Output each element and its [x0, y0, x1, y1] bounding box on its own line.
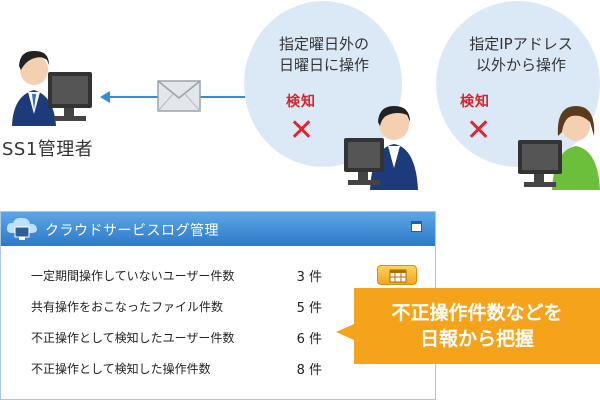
panel-header: クラウドサービスログ管理	[1, 212, 435, 246]
row-value-shared-files: 5 件	[296, 301, 322, 316]
red-x-icon: ✕	[466, 113, 492, 148]
envelope-icon	[157, 80, 201, 112]
bubble-text-weekday: 指定曜日外の 日曜日に操作	[249, 34, 399, 76]
row-value-flagged-operations: 8 件	[296, 363, 322, 378]
detect-label: 検知	[460, 94, 490, 110]
callout-line-2: 日報から把握	[419, 328, 534, 350]
male-user-at-computer-icon	[344, 106, 418, 190]
bubble-line-1: 指定IPアドレス	[469, 35, 573, 53]
detect-label: 検知	[286, 94, 316, 110]
callout-line-1: 不正操作件数などを	[391, 302, 563, 324]
daily-report-callout: 不正操作件数などを 日報から把握	[354, 288, 600, 364]
bubble-text-ip: 指定IPアドレス 以外から操作	[446, 34, 596, 76]
row-value-inactive-users: 3 件	[296, 270, 322, 285]
female-user-at-computer-icon	[518, 106, 600, 190]
row-label-flagged-operations: 不正操作として検知した操作件数	[31, 362, 211, 376]
window-minimize-button[interactable]	[411, 221, 422, 232]
callout-text: 不正操作件数などを 日報から把握	[354, 300, 600, 352]
row-label-flagged-users: 不正操作として検知したユーザー件数	[31, 331, 235, 345]
bubble-line-2: 日曜日に操作	[278, 56, 369, 74]
calendar-button[interactable]	[377, 265, 417, 285]
cloud-monitor-icon	[6, 217, 37, 240]
arrow-head	[100, 91, 110, 103]
admin-label: SS1管理者	[2, 139, 94, 160]
callout-pointer	[336, 324, 354, 340]
row-label-shared-files: 共有操作をおこなったファイル件数	[31, 300, 224, 314]
row-label-inactive-users: 一定期間操作していないユーザー件数	[31, 269, 235, 283]
bubble-line-2: 以外から操作	[475, 56, 566, 74]
admin-person-at-computer-icon	[12, 50, 92, 126]
row-value-flagged-users: 6 件	[296, 332, 322, 347]
bubble-line-1: 指定曜日外の	[278, 35, 369, 53]
red-x-icon: ✕	[289, 113, 315, 148]
panel-title: クラウドサービスログ管理	[45, 223, 219, 239]
calendar-button-icon	[389, 269, 407, 283]
